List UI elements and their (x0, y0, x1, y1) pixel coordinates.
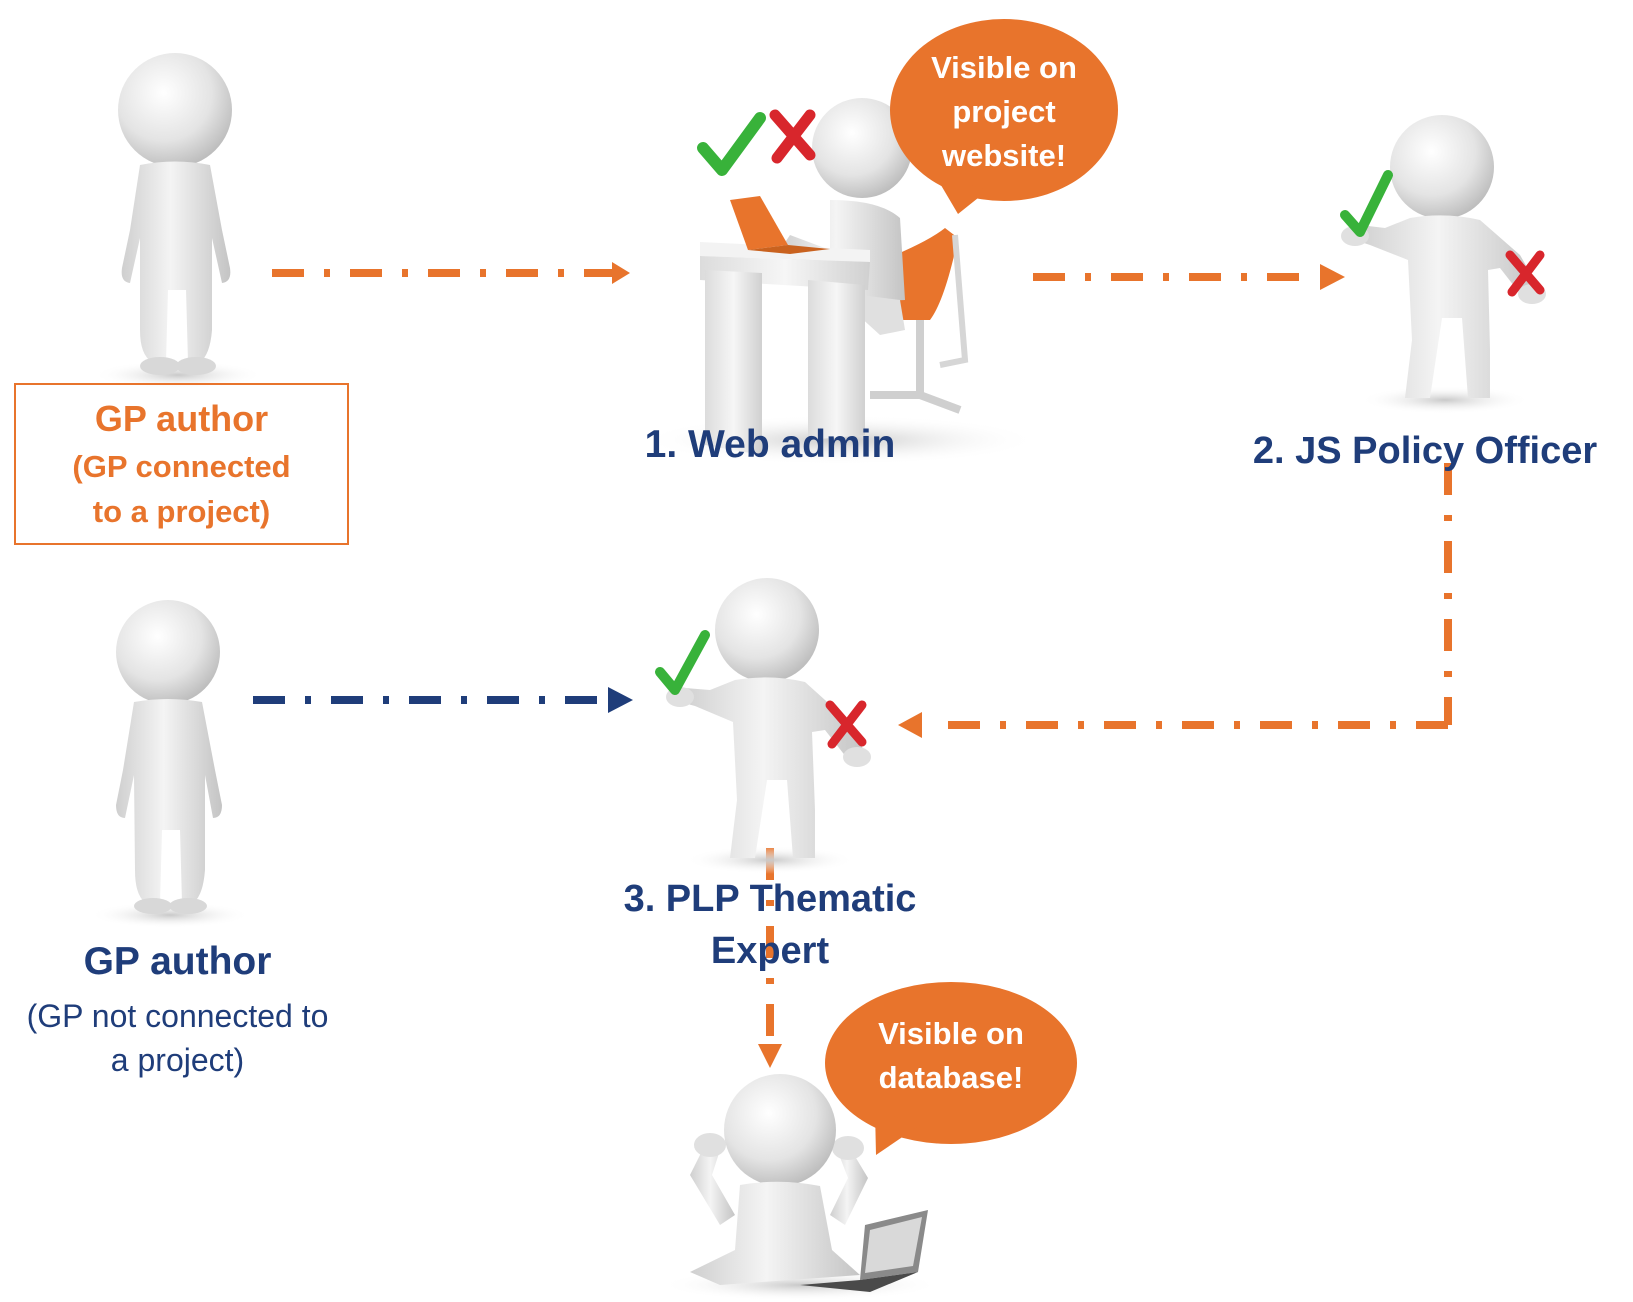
laptop-icon (730, 196, 830, 254)
cross-icon (769, 109, 816, 164)
arrow-gp-author-to-web-admin (272, 262, 630, 284)
cross-icon (1505, 250, 1545, 297)
gp-author-project-figure (93, 53, 263, 389)
web-admin-figure (640, 98, 1040, 465)
speech-bubble-database-line-2: database! (878, 1060, 1024, 1095)
gp-author-no-project-subtitle-2: a project) (110, 1042, 245, 1078)
js-policy-officer-figure (1340, 115, 1546, 414)
web-admin-label: 1. Web admin (644, 423, 896, 466)
cross-icon (825, 700, 867, 749)
js-policy-officer-label: 2. JS Policy Officer (1252, 430, 1598, 472)
database-user-figure (660, 1074, 940, 1301)
speech-bubble-website-line-1: Visible on (931, 50, 1077, 85)
check-icon (1340, 170, 1393, 237)
gp-author-project-title: GP author (94, 398, 269, 439)
gp-author-no-project-subtitle-1: (GP not connected to (26, 998, 329, 1034)
check-icon (655, 630, 710, 695)
plp-expert-label-2: Expert (710, 930, 830, 972)
speech-bubble-website-line-3: website! (941, 138, 1067, 173)
plp-expert-figure (655, 578, 871, 874)
gp-author-project-subtitle-1: (GP connected (72, 449, 291, 484)
gp-author-no-project-figure (90, 600, 250, 928)
gp-author-project-subtitle-2: to a project) (92, 494, 271, 529)
chair-icon (870, 228, 969, 414)
arrow-gp-author-no-project-to-plp-expert (253, 687, 633, 713)
arrow-web-admin-to-policy-officer (1033, 264, 1345, 290)
plp-expert-label-1: 3. PLP Thematic (623, 878, 917, 920)
gp-author-project-box (14, 383, 349, 545)
speech-bubble-database (825, 982, 1077, 1155)
arrow-policy-officer-to-plp-expert (898, 463, 1452, 738)
desk-icon (700, 242, 870, 455)
speech-bubble-database-line-1: Visible on (878, 1016, 1024, 1051)
gp-author-no-project-title: GP author (83, 940, 272, 983)
speech-bubble-website (890, 19, 1118, 214)
arrow-plp-expert-to-database (758, 848, 782, 1068)
speech-bubble-website-line-2: project (952, 94, 1056, 129)
laptop-icon (800, 1210, 928, 1292)
check-icon (697, 112, 766, 176)
